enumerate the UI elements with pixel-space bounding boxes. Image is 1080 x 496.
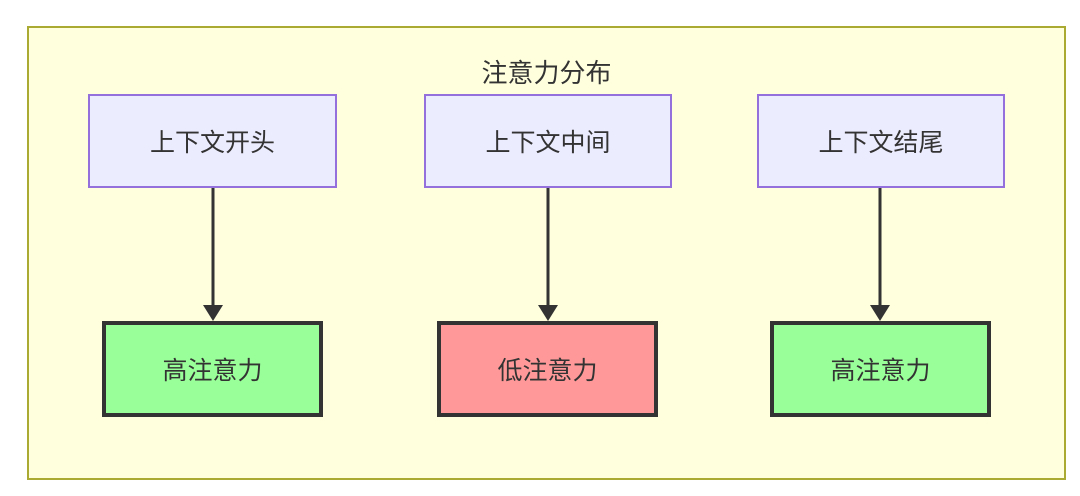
arrow-end-to-high xyxy=(870,188,890,321)
arrowhead-icon xyxy=(538,305,558,321)
node-low-attention-middle: 低注意力 xyxy=(437,321,658,417)
node-context-beginning: 上下文开头 xyxy=(88,94,337,188)
node-context-end: 上下文结尾 xyxy=(757,94,1005,188)
subgraph-title: 注意力分布 xyxy=(481,58,612,88)
node-high-attention-right: 高注意力 xyxy=(770,321,991,417)
arrow-shaft xyxy=(546,188,550,307)
arrowhead-icon xyxy=(203,305,223,321)
node-context-middle: 上下文中间 xyxy=(424,94,672,188)
node-high-attention-left: 高注意力 xyxy=(102,321,323,417)
arrow-shaft xyxy=(211,188,215,307)
arrow-beginning-to-high xyxy=(203,188,223,321)
arrowhead-icon xyxy=(870,305,890,321)
arrow-shaft xyxy=(878,188,882,307)
arrow-middle-to-low xyxy=(538,188,558,321)
